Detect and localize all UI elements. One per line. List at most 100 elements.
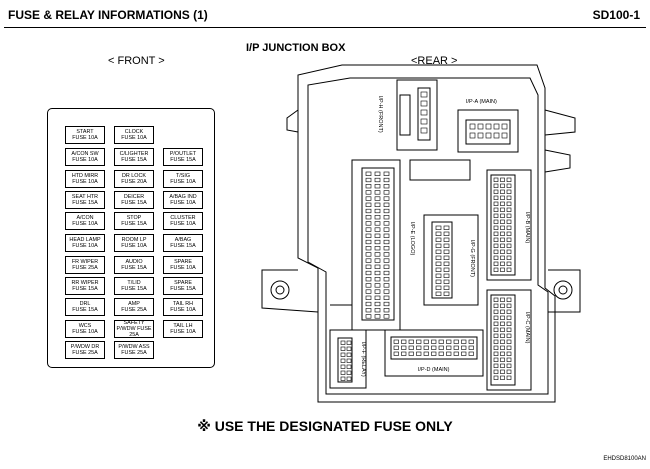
- ipb-pin: [493, 177, 499, 182]
- ipb-pin: [500, 177, 505, 182]
- ipd-pin: [468, 345, 474, 350]
- fuse-label-line: FUSE 15A: [121, 200, 147, 206]
- ipf-pin: [340, 376, 346, 381]
- fuse-label-line: SPARE: [174, 280, 192, 286]
- ipd-pin: [423, 351, 429, 356]
- ipb-pin: [500, 237, 505, 242]
- ipd-pin: [401, 345, 407, 350]
- ipc-pin: [493, 327, 499, 332]
- ipb-pin: [493, 249, 499, 254]
- rear-label: <REAR >: [411, 55, 458, 67]
- fuse-label-line: FUSE 15A: [170, 157, 196, 163]
- fuse-label-line: DR LOCK: [122, 173, 146, 179]
- ipc-pin: [493, 363, 499, 368]
- connector-pins: [340, 91, 512, 381]
- ipc-pin: [500, 333, 505, 338]
- ipe-pin: [374, 258, 381, 263]
- ipb-pin: [500, 195, 505, 200]
- ipd-pin: [423, 345, 429, 350]
- fuse-label-line: WCS: [78, 323, 92, 329]
- ipe-pin: [365, 301, 372, 307]
- ipc-pin: [506, 369, 512, 374]
- ipe-pin: [383, 233, 390, 238]
- ipg-pin: [443, 225, 450, 230]
- ipb-pin: [500, 231, 505, 236]
- ipd-pin: [401, 339, 407, 344]
- ipe-pin: [374, 190, 381, 195]
- ipb-pin: [493, 243, 499, 248]
- fuse-label-line: SAFETY: [123, 320, 145, 326]
- ipc-pin: [500, 345, 505, 350]
- fuse-label-line: A/CON SW: [71, 151, 99, 157]
- mount-tab-right-mid: [544, 149, 571, 173]
- ipc-pin: [500, 375, 505, 380]
- fuse-label-line: FUSE 15A: [170, 286, 196, 292]
- iph-pin: [420, 118, 428, 125]
- ipg-pin: [443, 267, 450, 272]
- ipe-pin: [374, 314, 381, 319]
- ipf-pin: [346, 352, 352, 357]
- ipd-pin: [408, 351, 414, 356]
- fuse-label-line: FUSE 15A: [121, 221, 147, 227]
- ipb-pin: [493, 189, 499, 194]
- ipc-pin: [493, 339, 499, 344]
- ipd-pin: [446, 339, 452, 344]
- ipf-pin: [346, 370, 352, 375]
- ipb-pin: [493, 261, 499, 266]
- ipc-pin: [493, 375, 499, 380]
- label-iph: I/P-H (FRONT): [377, 96, 383, 133]
- ipd-pin: [416, 339, 422, 344]
- fuse-label-line: FUSE 20A: [121, 179, 147, 185]
- ipe-pin: [374, 270, 381, 276]
- connector-iph-face: [417, 87, 431, 141]
- connector-ipc-body: [486, 289, 532, 391]
- ipc-pin: [500, 369, 505, 374]
- ipc-pin: [506, 339, 512, 344]
- ipe-pin: [365, 289, 372, 294]
- ipb-pin: [500, 267, 505, 272]
- ipe-pin: [374, 239, 381, 245]
- ipe-pin: [365, 314, 372, 319]
- ipg-pin: [435, 237, 442, 242]
- fuse-label-line: FUSE 10A: [170, 307, 196, 313]
- ipe-pin: [365, 202, 372, 207]
- ipg-pin: [443, 249, 450, 254]
- fuse-label-line: T/SIG: [175, 173, 191, 179]
- ipe-pin: [374, 215, 381, 220]
- ipg-pin: [443, 231, 450, 236]
- ipg-pin: [435, 261, 442, 266]
- ipf-pin: [340, 358, 346, 363]
- fuse-label-line: STOP: [126, 215, 142, 221]
- connector-ipf-body: [329, 329, 367, 389]
- ipe-pin: [374, 202, 381, 207]
- page-code: SD100-1: [592, 8, 640, 22]
- ipa-pin: [501, 123, 508, 130]
- ipe-pin: [383, 308, 390, 313]
- ipe-pin: [365, 196, 372, 201]
- ipd-pin: [461, 339, 467, 344]
- ipe-pin: [383, 264, 390, 269]
- ipc-pin: [493, 345, 499, 350]
- ipf-pin: [340, 364, 346, 369]
- ipg-pin: [435, 267, 442, 272]
- ipd-pin: [431, 345, 437, 350]
- fuse-label-line: FUSE 10A: [121, 135, 147, 141]
- ipb-pin: [506, 255, 512, 260]
- ipe-pin: [365, 208, 372, 214]
- ipb-pin: [493, 183, 499, 188]
- connector-ipa-face: [465, 119, 511, 145]
- fuse-label-line: FUSE 10A: [170, 329, 196, 335]
- ipd-pin: [393, 345, 399, 350]
- ipg-pin: [443, 255, 450, 260]
- ipd-pin: [423, 339, 429, 344]
- ipb-pin: [506, 237, 512, 242]
